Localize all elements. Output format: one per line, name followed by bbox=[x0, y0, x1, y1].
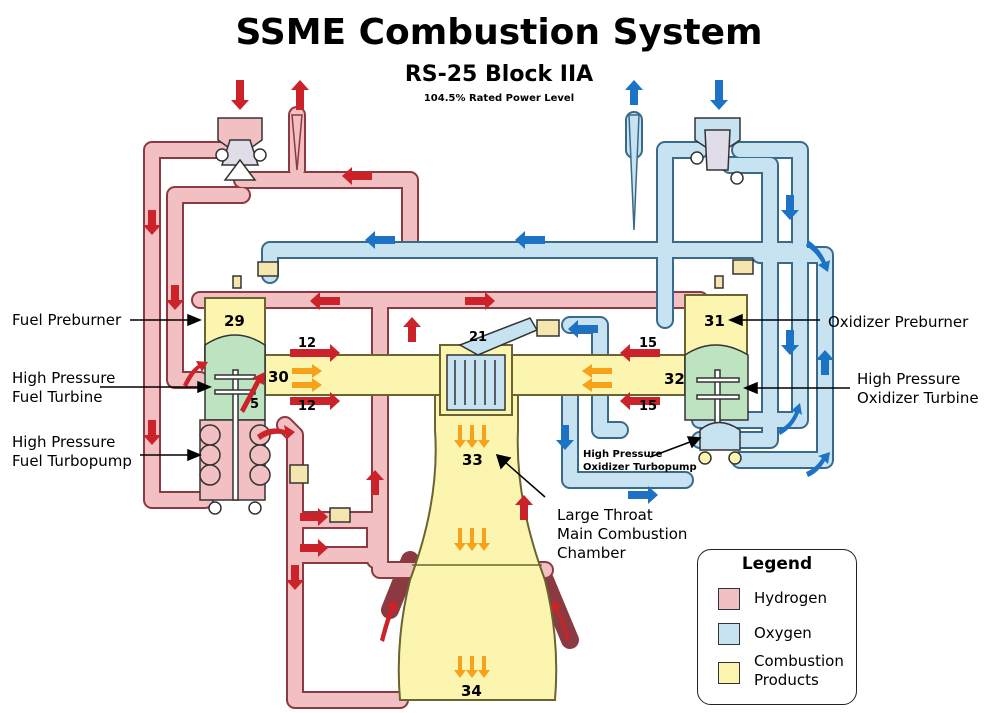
legend-label-oxygen: Oxygen bbox=[754, 624, 812, 642]
station-34: 34 bbox=[461, 682, 482, 700]
label-hp-oxidizer-turbine-line1: High Pressure bbox=[857, 370, 961, 388]
label-mcc-line2: Main Combustion bbox=[557, 525, 688, 543]
label-hp-fuel-turbine-line2: Fuel Turbine bbox=[12, 388, 103, 406]
station-5: 5 bbox=[250, 397, 260, 412]
legend: Legend Hydrogen Oxygen Combustion Produc… bbox=[697, 549, 857, 705]
legend-title: Legend bbox=[741, 554, 813, 574]
legend-swatch-oxygen bbox=[718, 623, 740, 645]
label-fuel-preburner: Fuel Preburner bbox=[12, 311, 122, 329]
legend-swatch-combustion bbox=[718, 662, 740, 684]
hydrogen-flow-arrows bbox=[143, 80, 660, 642]
label-hp-oxidizer-turbopump-line1: High Pressure bbox=[583, 449, 663, 460]
legend-swatch-hydrogen bbox=[718, 588, 740, 610]
station-33: 33 bbox=[462, 451, 483, 469]
station-29: 29 bbox=[224, 312, 245, 330]
vent-tubes bbox=[291, 114, 640, 231]
station-12-upper: 12 bbox=[298, 336, 317, 351]
valves bbox=[232, 259, 754, 523]
label-mcc-line1: Large Throat bbox=[557, 506, 653, 524]
oxidizer-turbopump-shape bbox=[684, 344, 749, 465]
label-hp-oxidizer-turbopump-line2: Oxidizer Turbopump bbox=[583, 462, 697, 473]
diagram-subtitle: RS-25 Block IIA bbox=[404, 62, 594, 87]
label-hp-fuel-turbopump-line2: Fuel Turbopump bbox=[12, 452, 132, 470]
combustion-flow-arrows bbox=[292, 364, 612, 678]
legend-label-hydrogen: Hydrogen bbox=[754, 589, 827, 607]
diagram-title: SSME Combustion System bbox=[235, 12, 763, 53]
label-oxidizer-preburner: Oxidizer Preburner bbox=[828, 313, 969, 331]
main-injector bbox=[446, 317, 539, 411]
label-hp-fuel-turbopump-line1: High Pressure bbox=[12, 433, 116, 451]
power-level-caption: 104.5% Rated Power Level bbox=[423, 93, 575, 104]
station-15-lower: 15 bbox=[639, 399, 658, 414]
station-31: 31 bbox=[704, 312, 725, 330]
callout-pointers bbox=[100, 313, 850, 498]
label-hp-oxidizer-turbine-line2: Oxidizer Turbine bbox=[857, 389, 979, 407]
low-pressure-pumps bbox=[215, 117, 744, 185]
station-12-lower: 12 bbox=[298, 399, 317, 414]
legend-label-combustion-line2: Products bbox=[754, 671, 819, 689]
station-21: 21 bbox=[469, 330, 488, 345]
label-mcc-line3: Chamber bbox=[557, 544, 626, 562]
fuel-turbopump-shape bbox=[199, 334, 271, 515]
station-30: 30 bbox=[268, 368, 289, 386]
label-hp-fuel-turbine-line1: High Pressure bbox=[12, 369, 116, 387]
oxygen-flow-arrows bbox=[365, 80, 834, 504]
station-32: 32 bbox=[664, 370, 685, 388]
legend-label-combustion-line1: Combustion bbox=[754, 652, 844, 670]
station-15-upper: 15 bbox=[639, 336, 658, 351]
